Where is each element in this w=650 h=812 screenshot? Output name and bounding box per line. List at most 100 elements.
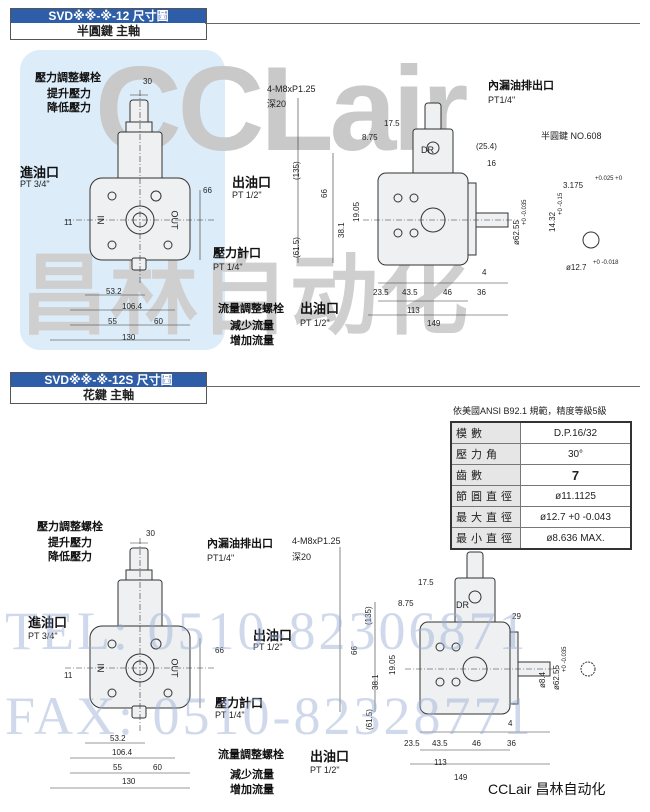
dim: 30 (143, 77, 152, 86)
spec-value: D.P.16/32 (520, 421, 632, 444)
label: 流量調整螺栓 (218, 749, 284, 761)
dim: 4 (508, 719, 513, 728)
label: PT 1/2" (232, 190, 262, 200)
divider (205, 23, 640, 24)
brand-label: CCLair 昌林自动化 (488, 781, 606, 797)
label: 減少流量 (230, 769, 274, 781)
label: PT 1/2" (310, 765, 340, 775)
spec-caption: 依美國ANSI B92.1 規範，精度等級5級 (453, 406, 607, 416)
label: PT 1/2" (253, 642, 283, 652)
watermark-tel: TEL: 0510-82306871 (5, 601, 529, 661)
section2-title: SVD※※-※-12S 尺寸圖 (11, 373, 206, 387)
label: 出油口 (310, 749, 350, 764)
label: PT 3/4" (28, 631, 58, 641)
dim: 43.5 (402, 288, 418, 297)
spline-shaft-section (580, 661, 596, 677)
section1-header: SVD※※-※-12 尺寸圖 半圓鍵 主軸 (10, 8, 207, 40)
label: 4-M8xP1.25 (267, 84, 316, 94)
watermark-fax: FAX: 0510-82328771 (5, 686, 534, 746)
dim: 19.05 (352, 201, 361, 222)
dim: 30 (146, 529, 155, 538)
dim: 36 (507, 739, 516, 748)
section1-subtitle: 半圓鍵 主軸 (76, 24, 141, 38)
spec-value: ø11.1125 (520, 485, 632, 507)
label: PT 3/4" (20, 179, 50, 189)
dim: 66 (215, 646, 224, 655)
dim: 4 (482, 268, 487, 277)
dim: 53.2 (106, 287, 122, 296)
dim: 130 (122, 777, 136, 786)
dim: 106.4 (112, 748, 133, 757)
dim: 66 (320, 189, 329, 198)
dim: ø62.55 (552, 665, 561, 690)
dim: 149 (454, 773, 468, 782)
label: 半圓鍵 NO.608 (541, 131, 602, 141)
dr-mark: DR (421, 145, 434, 155)
dim: 53.2 (110, 734, 126, 743)
label: 深20 (292, 552, 312, 562)
section2-header: SVD※※-※-12S 尺寸圖 花鍵 主軸 (10, 372, 207, 404)
dim: 60 (154, 317, 163, 326)
dim: 55 (108, 317, 117, 326)
dim: 66 (203, 186, 212, 195)
dr-mark: DR (456, 600, 469, 610)
label: 壓力計口 (215, 696, 264, 710)
spec-key: 齒數 (450, 464, 521, 486)
dim: (135) (292, 161, 301, 180)
spec-value: 7 (520, 464, 632, 486)
dim: 11 (64, 671, 73, 680)
spec-value: ø8.636 MAX. (520, 527, 632, 550)
dim: 149 (427, 319, 441, 328)
label: 4-M8xP1.25 (292, 536, 341, 546)
label: PT1/4" (488, 95, 516, 105)
label: 進油口 (28, 615, 68, 630)
label: 內漏油排出口 (207, 538, 273, 550)
tolerance: +0 -0.035 (562, 646, 568, 672)
dim: 23.5 (373, 288, 389, 297)
spec-key: 節圓直徑 (450, 485, 521, 507)
dim: 106.4 (122, 302, 143, 311)
dim: 29 (512, 612, 521, 621)
dim: 23.5 (404, 739, 420, 748)
dim: 60 (153, 763, 162, 772)
dim: 14.32 (548, 211, 557, 232)
dim: 8.75 (362, 133, 378, 142)
dim: 8.75 (398, 599, 414, 608)
label: PT 1/4" (215, 710, 245, 720)
pump-front-view (64, 89, 216, 286)
label: 壓力計口 (213, 246, 262, 260)
label: 壓力調整螺栓 (37, 521, 103, 533)
label: PT 1/4" (213, 262, 243, 272)
divider (205, 386, 640, 387)
label: 提升壓力 (47, 88, 91, 100)
label: 降低壓力 (47, 102, 91, 114)
label: 出油口 (232, 175, 272, 190)
dim: 17.5 (384, 119, 400, 128)
dim: ø8.4 (538, 671, 547, 688)
spec-key: 壓力角 (450, 443, 521, 465)
dim: 36 (477, 288, 486, 297)
dim: ø62.55 (512, 220, 521, 245)
label: 內漏油排出口 (488, 80, 554, 92)
out-mark: OUT (169, 210, 180, 230)
label: 出油口 (253, 628, 293, 643)
spec-key: 最小直徑 (450, 527, 521, 550)
in-mark: IN (95, 215, 106, 225)
dim: 113 (434, 758, 447, 767)
dim: 43.5 (432, 739, 448, 748)
label: PT 1/2" (300, 318, 330, 328)
label: 降低壓力 (48, 551, 92, 563)
dim: 130 (122, 333, 136, 342)
tolerance: +0 -0.035 (522, 199, 528, 225)
label: 出油口 (300, 301, 340, 316)
in-mark: IN (95, 663, 106, 673)
dim: 113 (407, 306, 420, 315)
dim: 3.175 (563, 181, 584, 190)
